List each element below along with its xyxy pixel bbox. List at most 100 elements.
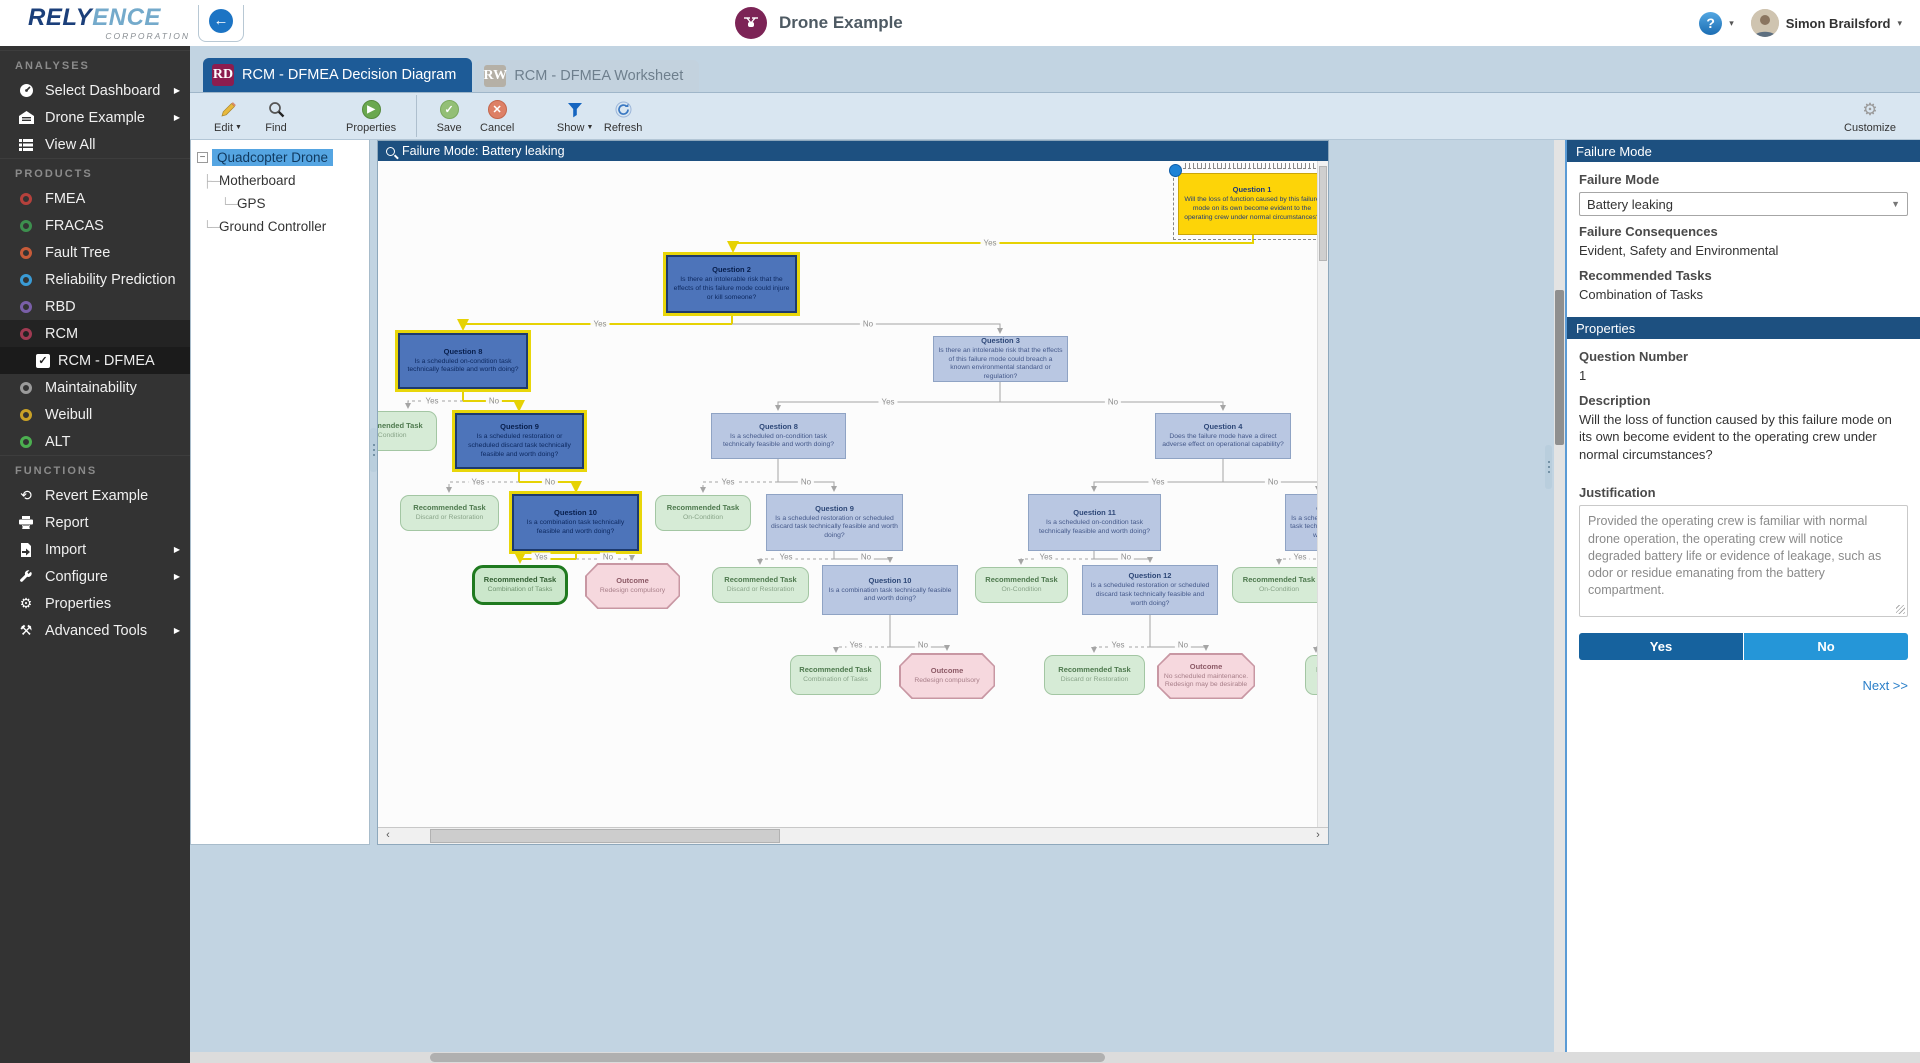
splitter-grip-left[interactable]	[370, 428, 377, 472]
justification-textarea[interactable]: Provided the operating crew is familiar …	[1579, 505, 1908, 618]
sidebar-item-rcm-dfmea[interactable]: ✓ RCM - DFMEA	[0, 347, 190, 374]
failure-mode-select-value: Battery leaking	[1587, 196, 1673, 212]
user-caret-icon[interactable]: ▾	[1897, 17, 1902, 28]
section-functions: FUNCTIONS	[0, 455, 190, 482]
sidebar-item-reliability-prediction[interactable]: Reliability Prediction	[0, 266, 190, 293]
tab-worksheet[interactable]: RW RCM - DFMEA Worksheet	[475, 60, 700, 92]
refresh-button[interactable]: Refresh	[603, 99, 643, 134]
yes-button[interactable]: Yes	[1579, 633, 1743, 661]
save-button[interactable]: ✓ Save	[429, 99, 469, 134]
fault-tree-ring-icon	[15, 246, 37, 259]
chevron-right-icon: ▶	[173, 572, 180, 581]
sidebar-item-advanced-tools[interactable]: ⚒ Advanced Tools ▶	[0, 617, 190, 644]
next-link[interactable]: Next >>	[1862, 678, 1908, 694]
failure-mode-select[interactable]: Battery leaking ▼	[1579, 192, 1908, 216]
question-number-label: Question Number	[1579, 349, 1689, 365]
tree-item-motherboard[interactable]: ├─ Motherboard	[203, 173, 296, 188]
sidebar-item-revert-example[interactable]: ⟲ Revert Example	[0, 482, 190, 509]
recommended-tasks-value: Combination of Tasks	[1579, 286, 1704, 302]
properties-button[interactable]: ▶ Properties	[346, 99, 396, 134]
back-button[interactable]: ←	[209, 8, 233, 33]
canvas-vertical-scrollbar[interactable]	[1317, 161, 1328, 827]
hierarchy-tree: − Quadcopter Drone ├─ Motherboard └─ GPS…	[190, 140, 370, 845]
page-horizontal-scrollbar[interactable]	[190, 1052, 1920, 1063]
sidebar-item-alt[interactable]: ALT	[0, 428, 190, 455]
sidebar-item-fracas[interactable]: FRACAS	[0, 212, 190, 239]
page-title: Drone Example	[779, 13, 903, 32]
tree-item-gps[interactable]: └─ GPS	[221, 196, 266, 211]
customize-button[interactable]: ⚙ Customize	[1844, 99, 1896, 134]
sidebar-item-weibull[interactable]: Weibull	[0, 401, 190, 428]
content-gap	[1329, 140, 1554, 1063]
no-button[interactable]: No	[1744, 633, 1908, 661]
scroll-left-icon[interactable]: ‹	[386, 829, 390, 841]
edge-label-yes: Yes	[1108, 640, 1128, 650]
scroll-right-icon[interactable]: ›	[1316, 829, 1320, 841]
sidebar-item-import[interactable]: Import ▶	[0, 536, 190, 563]
scrollbar-thumb[interactable]	[1555, 290, 1564, 445]
canvas-horizontal-scrollbar[interactable]: ‹ ›	[378, 827, 1328, 844]
scrollbar-thumb[interactable]	[430, 1053, 1105, 1062]
help-caret-icon[interactable]: ▾	[1729, 17, 1734, 28]
sidebar-item-fault-tree[interactable]: Fault Tree	[0, 239, 190, 266]
edge-label-yes: Yes	[531, 552, 551, 562]
edit-button[interactable]: Edit▼	[208, 99, 248, 134]
sidebar-item-drone-example[interactable]: Drone Example ▶	[0, 104, 190, 131]
cancel-button[interactable]: ✕ Cancel	[477, 99, 517, 134]
scrollbar-thumb[interactable]	[1319, 166, 1327, 261]
content-row: − Quadcopter Drone ├─ Motherboard └─ GPS…	[190, 140, 1920, 1063]
tab-decision-diagram[interactable]: RD RCM - DFMEA Decision Diagram	[203, 58, 473, 92]
user-menu[interactable]: Simon Brailsford	[1785, 15, 1891, 31]
avatar[interactable]	[1750, 9, 1779, 37]
collapse-icon[interactable]: −	[197, 152, 208, 163]
panel-vertical-scrollbar[interactable]	[1554, 140, 1565, 1063]
drag-handle-icon[interactable]	[1169, 164, 1182, 177]
sidebar-item-configure[interactable]: Configure ▶	[0, 563, 190, 590]
sidebar-item-report[interactable]: Report	[0, 509, 190, 536]
sidebar-item-rcm[interactable]: RCM	[0, 320, 190, 347]
scrollbar-thumb[interactable]	[430, 829, 780, 843]
tree-item-quadcopter-drone[interactable]: − Quadcopter Drone	[195, 146, 365, 169]
sidebar-item-select-dashboard[interactable]: Select Dashboard ▶	[0, 77, 190, 104]
sidebar-item-properties[interactable]: ⚙ Properties	[0, 590, 190, 617]
show-button[interactable]: Show▼	[555, 99, 595, 134]
sidebar-item-maintainability[interactable]: Maintainability	[0, 374, 190, 401]
help-icon[interactable]: ?	[1699, 11, 1723, 35]
sidebar-item-rbd[interactable]: RBD	[0, 293, 190, 320]
resize-grip-icon[interactable]	[1896, 605, 1905, 615]
gear-icon: ⚙	[19, 595, 33, 611]
chevron-right-icon: ▶	[173, 626, 180, 635]
sidebar-item-fmea[interactable]: FMEA	[0, 185, 190, 212]
splitter-grip-right[interactable]	[1545, 445, 1552, 489]
x-circle-icon: ✕	[487, 99, 507, 121]
sidebar-item-view-all[interactable]: View All	[0, 131, 190, 158]
tree-item-ground-controller[interactable]: └─ Ground Controller	[203, 219, 327, 234]
find-button[interactable]: Find	[256, 99, 296, 134]
